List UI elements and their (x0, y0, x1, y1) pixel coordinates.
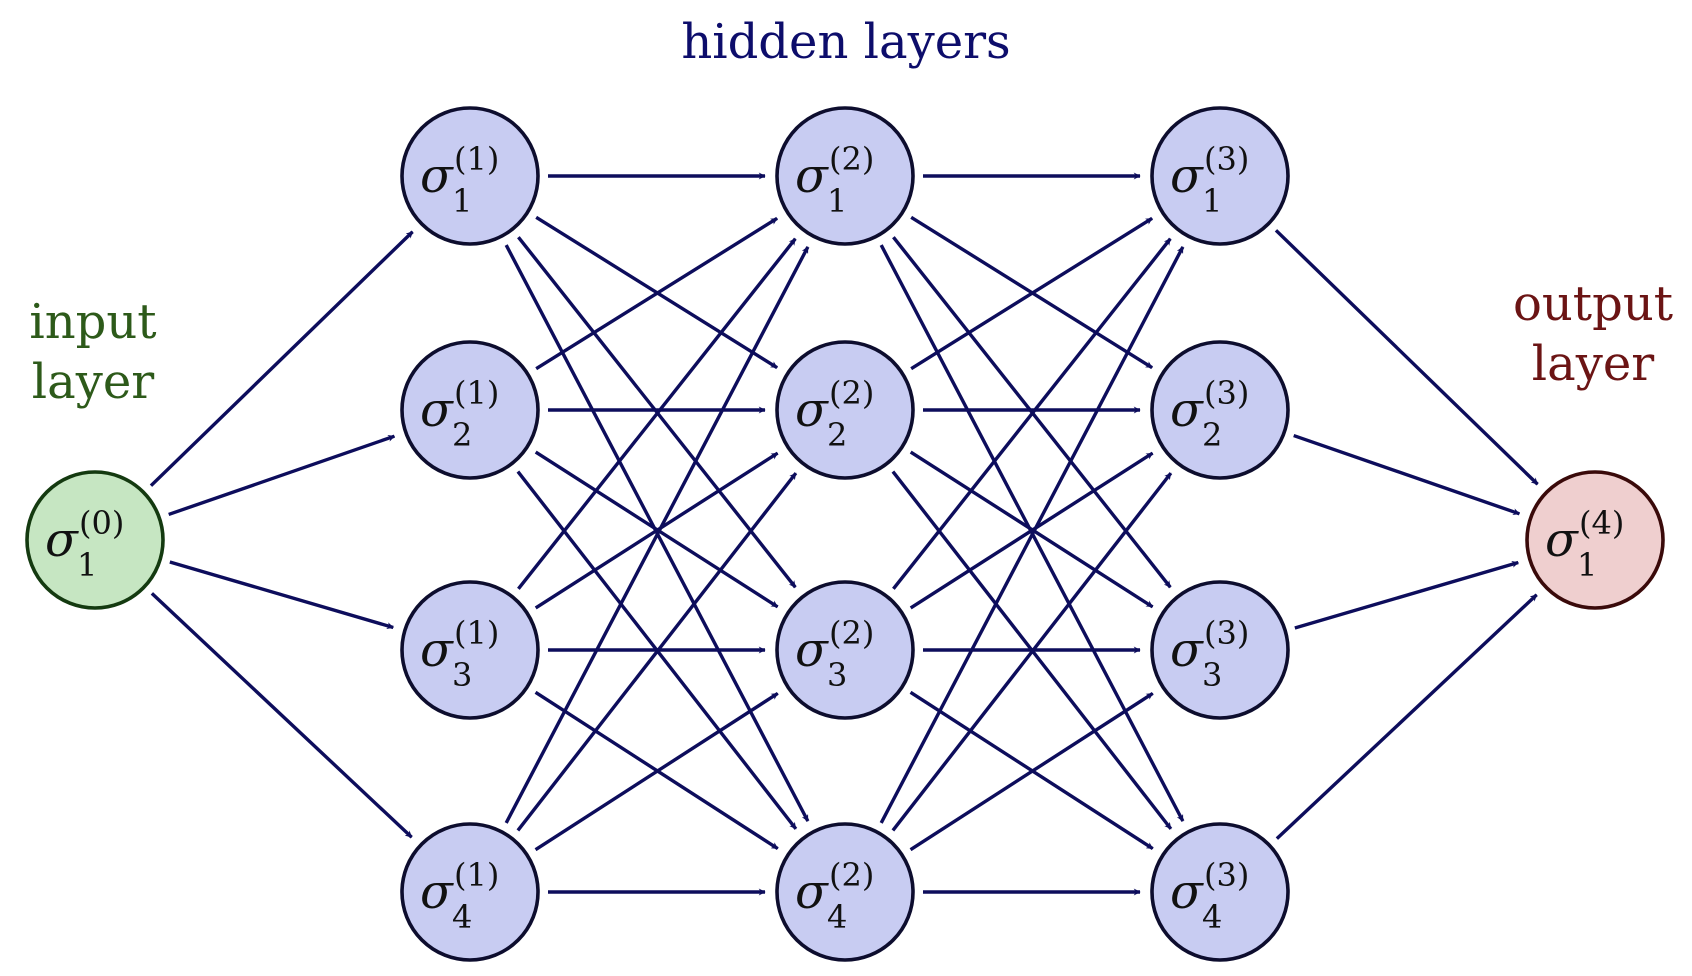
neuron-circle (400, 106, 540, 246)
edge-l2n3-to-l3n1 (892, 237, 1172, 590)
neuron-symbol: σ (420, 622, 454, 678)
edge-l2n2-to-l3n1 (910, 216, 1154, 371)
edge-l0n1-to-l1n3 (169, 560, 394, 630)
neuron-circle (1150, 106, 1290, 246)
neuron-circle (1150, 822, 1290, 962)
neuron-subscript: 4 (1202, 898, 1222, 936)
connections (149, 172, 1539, 896)
neuron-superscript: (1) (454, 140, 499, 178)
input-layer-label-line1: input (29, 294, 156, 350)
neuron-superscript: (3) (1204, 614, 1249, 652)
neuron-subscript: 1 (1202, 182, 1222, 220)
edge-l1n3-to-l2n1 (517, 237, 797, 590)
neuron-symbol: σ (795, 622, 829, 678)
neuron-superscript: (2) (829, 140, 874, 178)
neuron-circle (775, 580, 915, 720)
neuron-circle (775, 340, 915, 480)
neuron-circle (400, 822, 540, 962)
edge-l0n1-to-l1n4 (150, 592, 413, 839)
neuron-subscript: 1 (1577, 546, 1597, 584)
neuron-circle (25, 470, 165, 610)
neuron-superscript: (0) (79, 504, 124, 542)
hidden-layers-label: hidden layers (681, 14, 1010, 70)
edge-l3n1-to-l4n1 (1274, 229, 1539, 486)
edge-l0n1-to-l1n2 (168, 434, 396, 517)
neuron-subscript: 3 (827, 656, 847, 694)
neuron-symbol: σ (1170, 622, 1204, 678)
neuron-symbol: σ (1170, 864, 1204, 920)
edge-l3n2-to-l4n1 (1293, 433, 1521, 516)
neuron-subscript: 1 (452, 182, 472, 220)
neuron-superscript: (1) (454, 614, 499, 652)
neuron-symbol: σ (1170, 148, 1204, 204)
neuron-symbol: σ (420, 148, 454, 204)
neuron-circle (775, 822, 915, 962)
output-layer-label-line1: output (1513, 276, 1673, 332)
neuron-subscript: 4 (827, 898, 847, 936)
neuron-superscript: (4) (1579, 504, 1624, 542)
output-layer-label-line2: layer (1532, 336, 1654, 392)
neuron-subscript: 4 (452, 898, 472, 936)
neuron-superscript: (1) (454, 374, 499, 412)
neuron-circle (1150, 340, 1290, 480)
neuron-circle (1150, 580, 1290, 720)
neuron-superscript: (3) (1204, 374, 1249, 412)
neuron-superscript: (3) (1204, 140, 1249, 178)
neuron-subscript: 2 (452, 416, 472, 454)
edge-l2n4-to-l3n2 (891, 472, 1173, 832)
neuron-superscript: (1) (454, 856, 499, 894)
neuron-subscript: 1 (77, 546, 97, 584)
edge-l2n4-to-l3n1 (879, 246, 1185, 824)
neuron-superscript: (2) (829, 856, 874, 894)
neuron-symbol: σ (795, 382, 829, 438)
neuron-superscript: (2) (829, 374, 874, 412)
neuron-circle (775, 106, 915, 246)
neuron-symbol: σ (45, 512, 79, 568)
input-layer-label-line2: layer (32, 354, 154, 410)
edge-l1n4-to-l2n2 (516, 472, 798, 832)
neuron-circle (400, 580, 540, 720)
neuron-superscript: (2) (829, 614, 874, 652)
edge-l2n4-to-l3n3 (909, 691, 1154, 852)
edge-l3n4-to-l4n1 (1275, 593, 1538, 840)
neuron-superscript: (3) (1204, 856, 1249, 894)
neuron-symbol: σ (795, 148, 829, 204)
edge-l0n1-to-l1n1 (149, 230, 414, 487)
edge-l1n3-to-l2n2 (534, 451, 779, 610)
neuron-circle (400, 340, 540, 480)
neuron-subscript: 3 (452, 656, 472, 694)
neuron-subscript: 2 (827, 416, 847, 454)
neuron-symbol: σ (1545, 512, 1579, 568)
edge-l2n3-to-l3n2 (909, 451, 1154, 610)
neuron-subscript: 2 (1202, 416, 1222, 454)
neuron-symbol: σ (420, 864, 454, 920)
neuron-symbol: σ (795, 864, 829, 920)
neuron-subscript: 3 (1202, 656, 1222, 694)
edge-l1n2-to-l2n1 (535, 216, 779, 371)
edge-l1n4-to-l2n3 (534, 691, 779, 852)
neuron-subscript: 1 (827, 182, 847, 220)
neuron-symbol: σ (1170, 382, 1204, 438)
edge-l1n4-to-l2n1 (504, 246, 810, 824)
neuron-circle (1525, 470, 1665, 610)
edge-l3n3-to-l4n1 (1294, 560, 1519, 630)
neuron-symbol: σ (420, 382, 454, 438)
